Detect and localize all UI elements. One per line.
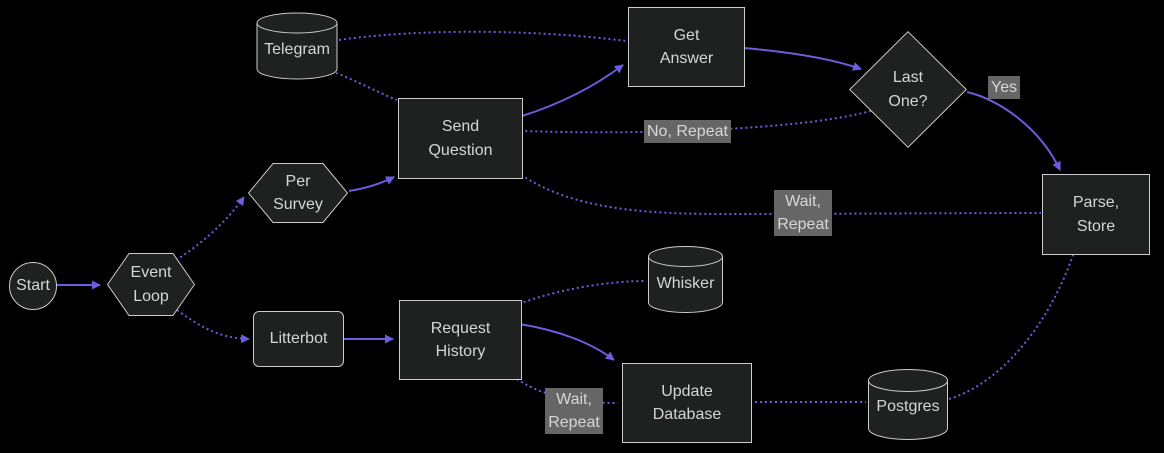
node-request-history-label: Request History: [430, 319, 491, 360]
node-event-loop-label: Event Loop: [130, 264, 172, 305]
cylinder-shape: [868, 369, 948, 440]
node-last-one: Last One?: [849, 31, 967, 148]
edge-send-question-get-answer: [521, 64, 624, 117]
cylinder-shape: [648, 246, 723, 313]
edge-last-one-send-question: [523, 110, 872, 134]
node-litterbot-label: Litterbot: [269, 330, 328, 348]
node-get-answer: Get Answer: [628, 7, 745, 87]
edge-event-loop-per-survey: [175, 196, 245, 261]
edge-telegram-get-answer: [338, 30, 627, 42]
edge-label-wait-repeat-top: Wait, Repeat: [774, 190, 832, 237]
node-postgres: Postgres: [868, 369, 948, 440]
node-start: Start: [9, 262, 57, 310]
edge-label-yes: Yes: [988, 76, 1021, 100]
node-telegram: Telegram: [256, 12, 338, 80]
hexagon-shape: [248, 163, 348, 223]
edge-request-history-whisker: [518, 280, 645, 305]
node-parse-store: Parse, Store: [1042, 174, 1150, 255]
node-whisker: Whisker: [648, 246, 723, 313]
node-send-question: Send Question: [398, 98, 523, 179]
node-update-database: Update Database: [622, 363, 752, 443]
edge-get-answer-last-one: [743, 47, 862, 71]
node-event-loop: Event Loop: [107, 253, 195, 316]
edge-postgres-parse-store: [948, 251, 1075, 400]
edge-request-history-update-database: [518, 323, 615, 361]
edge-label-wait-repeat-bottom: Wait, Repeat: [545, 388, 603, 435]
edge-last-one-parse-store: [966, 91, 1061, 171]
node-postgres-label: Postgres: [876, 398, 940, 415]
node-request-history: Request History: [399, 300, 522, 380]
node-parse-store-label: Parse, Store: [1072, 194, 1120, 235]
node-per-survey: Per Survey: [248, 163, 348, 223]
node-whisker-label: Whisker: [656, 275, 715, 292]
node-litterbot: Litterbot: [253, 311, 344, 367]
diamond-shape: [849, 31, 967, 148]
edge-event-loop-litterbot: [176, 309, 250, 344]
node-send-question-label: Send Question: [428, 118, 493, 159]
edge-label-no-repeat: No, Repeat: [644, 120, 731, 144]
edge-per-survey-send-question: [348, 176, 395, 192]
node-get-answer-label: Get Answer: [659, 26, 714, 67]
edge-telegram-send-question: [335, 72, 398, 101]
node-telegram-label: Telegram: [264, 41, 330, 58]
cylinder-shape: [256, 12, 338, 80]
hexagon-shape: [107, 253, 195, 316]
node-per-survey-label: Per Survey: [273, 172, 323, 213]
edge-send-question-parse-store: [520, 174, 1042, 216]
node-update-database-label: Update Database: [652, 382, 722, 423]
node-last-one-label: Last One?: [888, 69, 928, 110]
node-start-label: Start: [16, 277, 50, 295]
